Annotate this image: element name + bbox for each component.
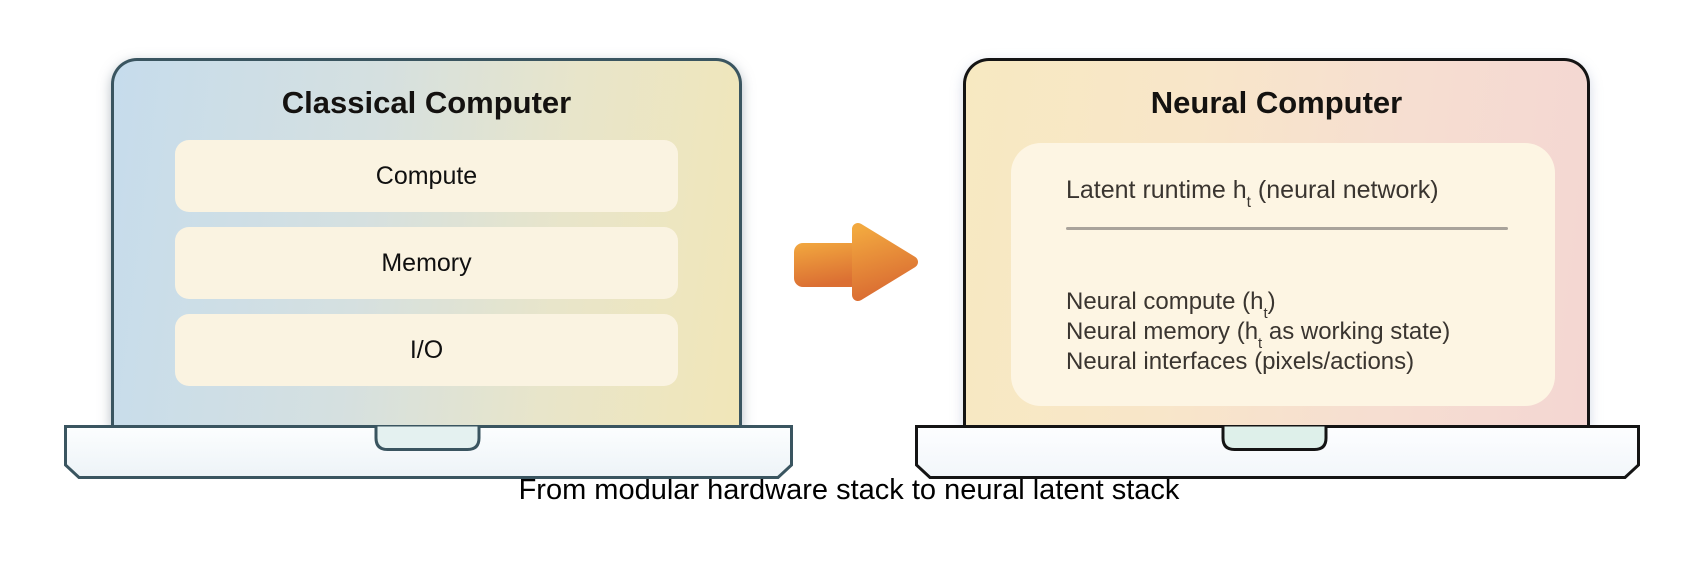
neural-line-compute: Neural compute (ht) (1066, 287, 1525, 322)
subscript-t: t (1246, 194, 1251, 212)
line-text-pre: Neural memory (h (1066, 318, 1259, 345)
runtime-text-post: (neural network) (1250, 176, 1439, 204)
arrow-head (852, 223, 918, 301)
neural-title: Neural Computer (1150, 85, 1403, 120)
neural-laptop-screen: Neural Computer Latent runtime ht (neura… (963, 58, 1590, 427)
line-text-pre: Neural interfaces (pixels/actions) (1066, 348, 1415, 375)
line-text-pre: Neural compute (h (1066, 288, 1264, 315)
trackpad-notch (1221, 426, 1328, 451)
panel-divider (1066, 227, 1508, 230)
base-body (915, 425, 1640, 479)
neural-line-interfaces: Neural interfaces (pixels/actions) (1066, 347, 1525, 377)
classical-laptop-base (64, 425, 793, 479)
line-text-post: ) (1267, 288, 1276, 315)
base-body (64, 425, 793, 479)
runtime-text-pre: Latent runtime h (1066, 176, 1247, 204)
trackpad-notch (374, 426, 481, 451)
subscript-t: t (1263, 306, 1268, 323)
figure-caption: From modular hardware stack to neural la… (518, 474, 1180, 506)
classical-laptop-screen: Classical Computer Compute Memory I/O (111, 58, 742, 427)
layer-memory: Memory (175, 227, 678, 299)
neural-laptop-base (915, 425, 1640, 479)
layer-compute: Compute (175, 140, 678, 212)
subscript-t: t (1258, 336, 1263, 353)
neural-lines-block: Neural compute (ht) Neural memory (ht as… (1066, 287, 1525, 377)
neural-line-memory: Neural memory (ht as working state) (1066, 317, 1525, 352)
arrow-shaft (794, 243, 860, 287)
line-text-post: as working state) (1262, 318, 1451, 345)
latent-stack-panel: Latent runtime ht (neural network) Neura… (1011, 143, 1555, 406)
latent-runtime-line: Latent runtime ht (neural network) (1066, 175, 1525, 211)
right-arrow-icon (794, 223, 918, 301)
classical-title: Classical Computer (281, 85, 572, 120)
layer-io: I/O (175, 314, 678, 386)
